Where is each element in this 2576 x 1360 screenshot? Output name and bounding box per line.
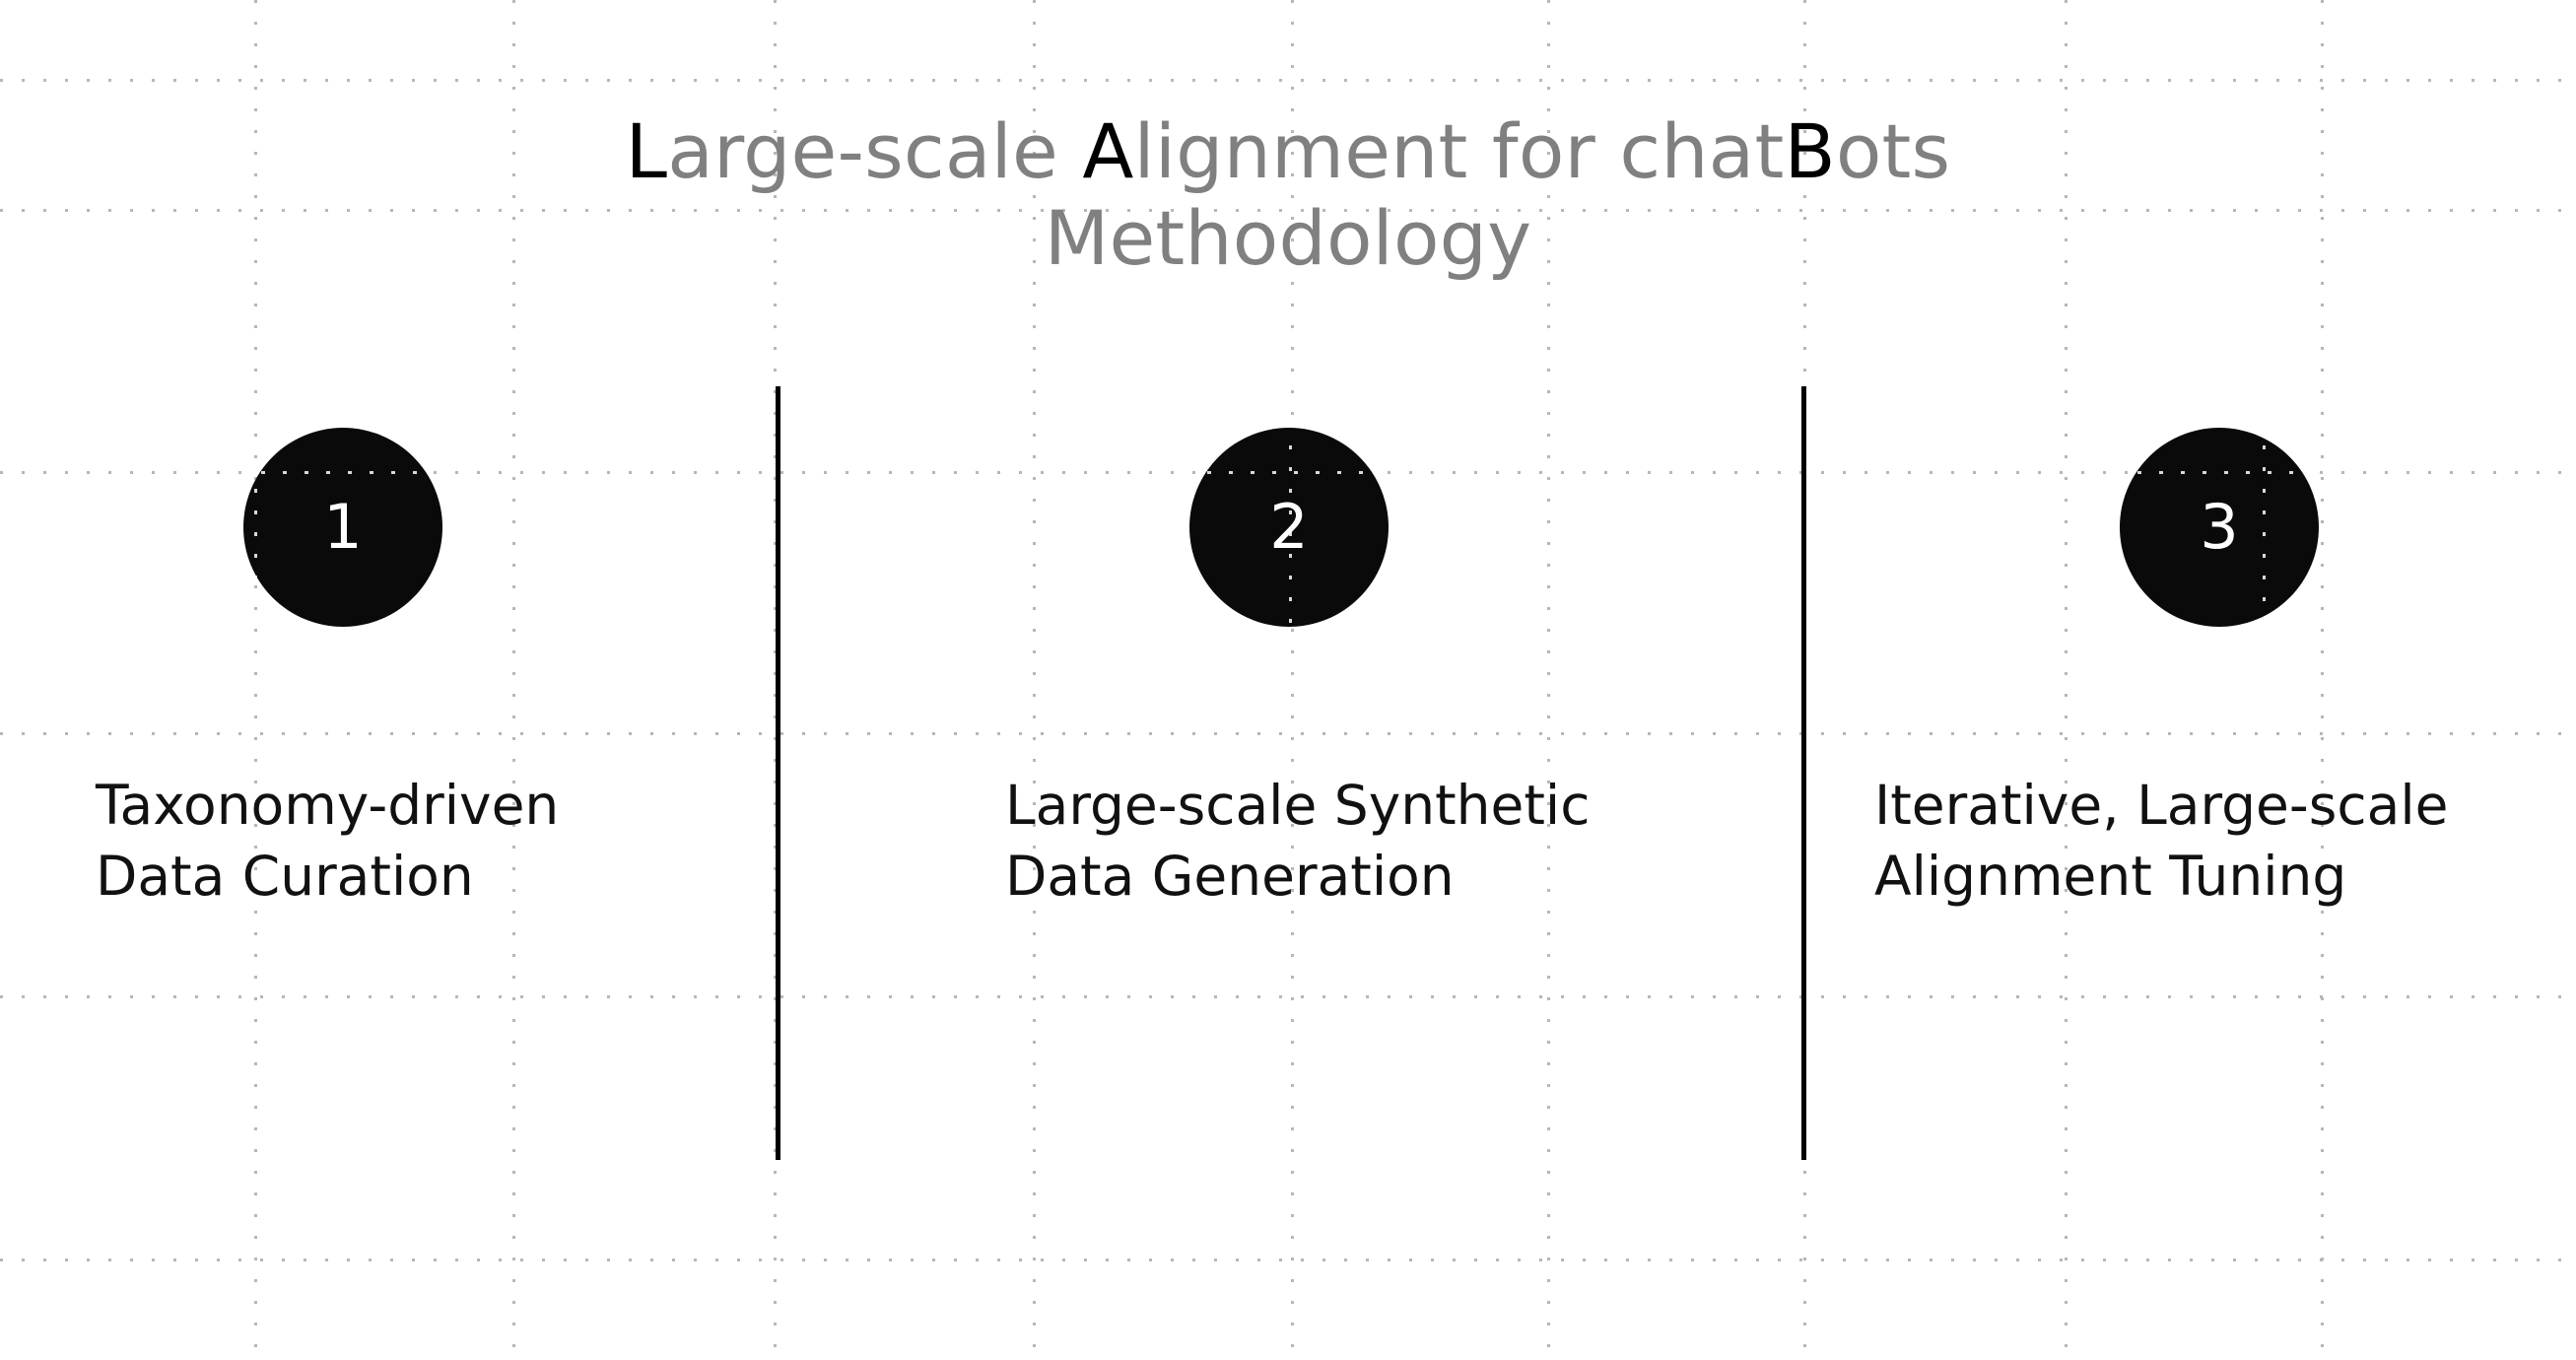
step-2-number-badge[interactable]: 2 <box>1189 428 1389 627</box>
title-segment-4: B <box>1784 107 1836 195</box>
step-1-caption: Taxonomy-driven Data Curation <box>96 774 560 908</box>
step-divider-2 <box>1801 386 1806 1160</box>
title-segment-2: A <box>1082 107 1134 195</box>
title-segment-3: lignment for chat <box>1133 107 1785 195</box>
grid-line-h-5 <box>0 1258 2576 1261</box>
step-1-number-label: 1 <box>323 491 363 563</box>
title-segment-5: ots <box>1835 107 1951 195</box>
step-2-number-label: 2 <box>1269 491 1309 563</box>
grid-line-h-0 <box>0 79 2576 82</box>
step-3-caption: Iterative, Large-scale Alignment Tuning <box>1874 774 2449 908</box>
title-segment-1: arge-scale <box>667 107 1083 195</box>
title-line-primary: Large-scale Alignment for chatBots <box>0 107 2576 195</box>
grid-line-h-3 <box>0 732 2576 735</box>
title-segment-0: L <box>625 107 668 195</box>
step-3-number-badge[interactable]: 3 <box>2120 428 2319 627</box>
step-1-number-badge[interactable]: 1 <box>243 428 442 627</box>
page-title: Large-scale Alignment for chatBots Metho… <box>0 107 2576 283</box>
step-divider-1 <box>776 386 780 1160</box>
step-3-number-label: 3 <box>2200 491 2239 563</box>
step-2-caption: Large-scale Synthetic Data Generation <box>1005 774 1591 908</box>
title-line-secondary: Methodology <box>1044 194 1532 283</box>
grid-line-h-4 <box>0 995 2576 998</box>
